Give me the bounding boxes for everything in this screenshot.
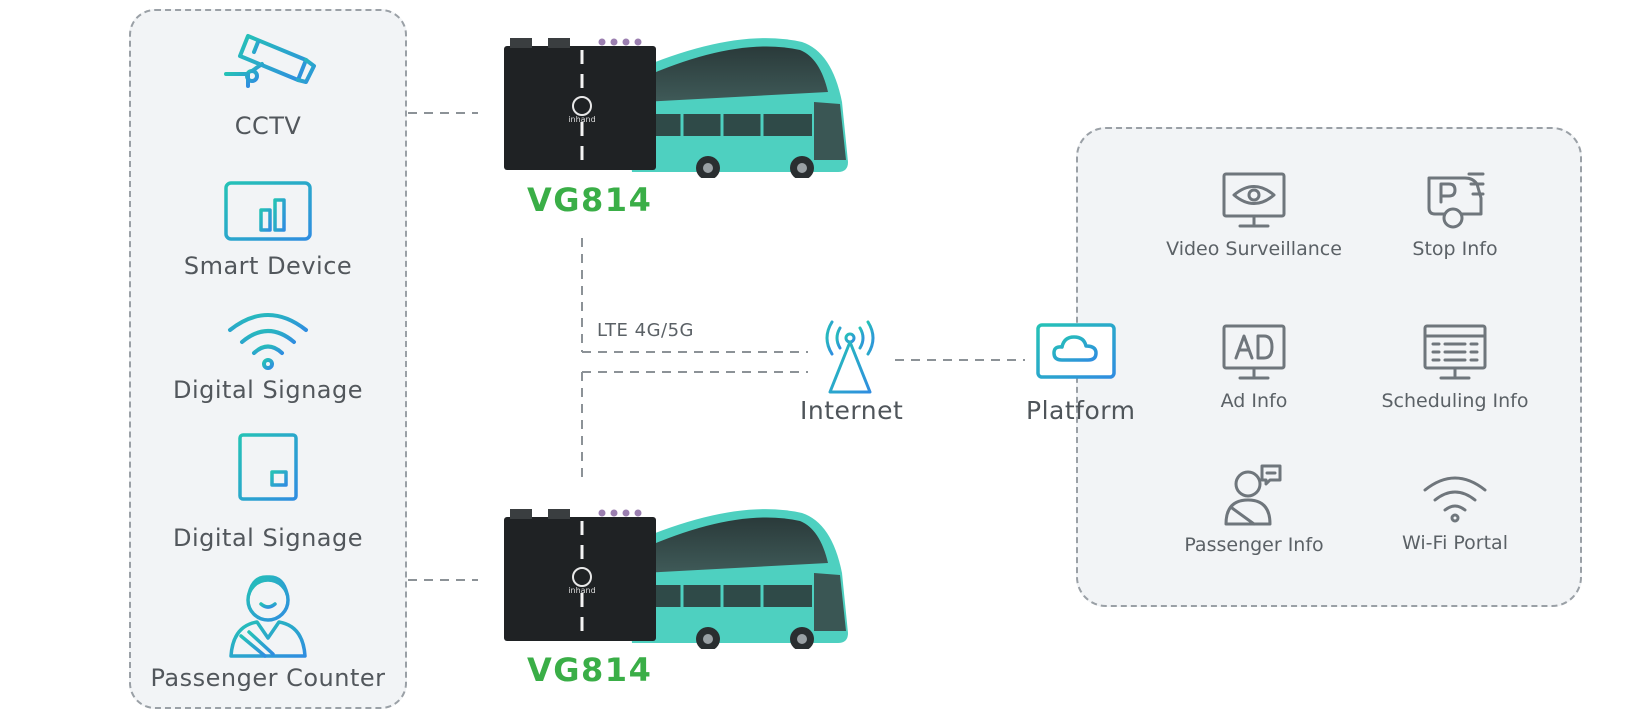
device-digital-signage-wifi: Digital Signage (129, 310, 407, 404)
device-digital-signage-kiosk: Digital Signage (129, 432, 407, 552)
eye-monitor-icon (1222, 172, 1286, 228)
wifi-portal-icon (1423, 476, 1487, 523)
schedule-monitor-icon (1423, 324, 1487, 380)
cctv-camera-icon (224, 34, 316, 104)
router-label-top: VG814 (527, 181, 653, 219)
ad-monitor-icon (1222, 324, 1286, 380)
service-stop-info: Stop Info (1355, 172, 1555, 260)
internet-label: Internet (800, 396, 904, 425)
cloud-monitor-icon (1036, 323, 1116, 390)
smart-device-chart-icon (224, 181, 312, 245)
device-label: Passenger Counter (150, 664, 386, 692)
passenger-person-icon (229, 575, 307, 658)
service-ad-info: Ad Info (1154, 324, 1354, 412)
service-label: Scheduling Info (1381, 390, 1529, 412)
bus-icon (622, 509, 848, 649)
service-wifi-portal: Wi-Fi Portal (1355, 472, 1555, 554)
router-logo-text: inhand (568, 586, 595, 595)
service-label: Video Surveillance (1166, 238, 1342, 260)
connection-label: LTE 4G/5G (597, 320, 695, 341)
service-label: Wi-Fi Portal (1402, 532, 1508, 554)
device-cctv: CCTV (129, 30, 407, 140)
service-video-surveillance: Video Surveillance (1154, 172, 1354, 260)
wifi-icon (228, 313, 308, 370)
service-label: Ad Info (1220, 390, 1288, 412)
router-label-bottom: VG814 (527, 651, 653, 689)
service-label: Passenger Info (1184, 534, 1324, 556)
router-box: inhand (504, 509, 656, 641)
router-with-bus-bottom: inhand (504, 509, 848, 649)
device-smart-device: Smart Device (129, 180, 407, 280)
device-label: Digital Signage (172, 524, 364, 552)
platform-label: Platform (1026, 396, 1136, 425)
service-passenger-info: Passenger Info (1154, 464, 1354, 556)
signage-kiosk-icon (238, 433, 298, 516)
device-passenger-counter: Passenger Counter (129, 574, 407, 692)
device-label: Smart Device (183, 252, 353, 280)
device-label: CCTV (234, 112, 302, 140)
device-label: Digital Signage (172, 376, 364, 404)
router-with-bus-top: inhand (504, 38, 848, 178)
router-box: inhand (504, 38, 656, 170)
bus-icon (622, 38, 848, 178)
passenger-info-icon (1224, 464, 1282, 526)
router-logo-text: inhand (568, 115, 595, 124)
service-label: Stop Info (1412, 238, 1498, 260)
antenna-tower-icon (825, 320, 875, 394)
service-scheduling-info: Scheduling Info (1355, 324, 1555, 412)
parking-stop-icon (1427, 172, 1485, 229)
